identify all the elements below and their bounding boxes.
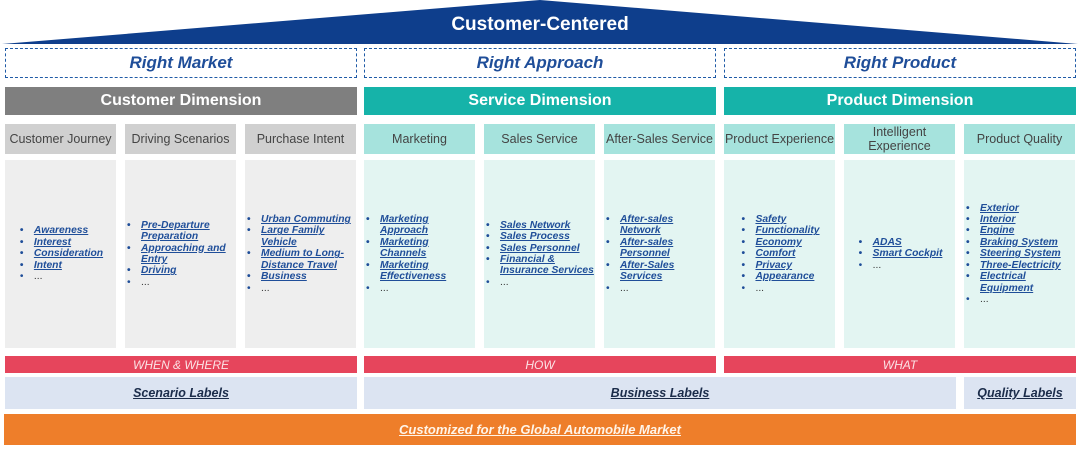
list-item: Engine (964, 225, 1075, 237)
service-dimension-bar: Service Dimension (364, 87, 716, 115)
list-item: Smart Cockpit (857, 248, 943, 260)
subheader-product-quality: Product Quality (964, 124, 1075, 154)
subheader-after-sales-service: After-Sales Service (604, 124, 715, 154)
list-item: Medium to Long-Distance Travel (245, 248, 356, 271)
list-item: Urban Commuting (245, 214, 356, 226)
list-item: Privacy (739, 260, 819, 272)
list-item-more: ... (18, 271, 103, 283)
right-approach-box: Right Approach (364, 48, 716, 78)
list-item: Financial & Insurance Services (484, 254, 595, 277)
panel-product-quality: Exterior Interior Engine Braking System … (964, 160, 1075, 348)
list-item: Business (245, 271, 356, 283)
list-item-more: ... (604, 283, 715, 295)
list-item-more: ... (964, 294, 1075, 306)
list-item: Comfort (739, 248, 819, 260)
subheader-marketing: Marketing (364, 124, 475, 154)
list-item: Marketing Channels (364, 237, 475, 260)
product-dimension-bar: Product Dimension (724, 87, 1076, 115)
list-item: Electrical Equipment (964, 271, 1075, 294)
business-labels-bar: Business Labels (364, 377, 956, 409)
list-item: Exterior (964, 203, 1075, 215)
subheader-customer-journey: Customer Journey (5, 124, 116, 154)
list-item: ADAS (857, 237, 943, 249)
item-list: Urban Commuting Large Family Vehicle Med… (245, 214, 356, 294)
list-item: Large Family Vehicle (245, 225, 356, 248)
item-list: Sales Network Sales Process Sales Person… (484, 220, 595, 289)
list-item: Consideration (18, 248, 103, 260)
list-item: Driving (125, 265, 236, 277)
list-item: Sales Personnel (484, 243, 595, 255)
list-item: Interest (18, 237, 103, 249)
list-item: Marketing Approach (364, 214, 475, 237)
panel-marketing: Marketing Approach Marketing Channels Ma… (364, 160, 475, 348)
list-item: Pre-Departure Preparation (125, 220, 236, 243)
list-item: Appearance (739, 271, 819, 283)
subheader-purchase-intent: Purchase Intent (245, 124, 356, 154)
panel-intelligent-experience: ADAS Smart Cockpit ... (844, 160, 955, 348)
list-item: After-sales Network (604, 214, 715, 237)
panel-after-sales-service: After-sales Network After-sales Personne… (604, 160, 715, 348)
list-item: Steering System (964, 248, 1075, 260)
list-item: Interior (964, 214, 1075, 226)
list-item-more: ... (245, 283, 356, 295)
scenario-labels-bar: Scenario Labels (5, 377, 357, 409)
what-bar: WHAT (724, 356, 1076, 373)
panel-driving-scenarios: Pre-Departure Preparation Approaching an… (125, 160, 236, 348)
subheader-intelligent-experience: Intelligent Experience (844, 124, 955, 154)
panel-sales-service: Sales Network Sales Process Sales Person… (484, 160, 595, 348)
list-item: After-sales Personnel (604, 237, 715, 260)
list-item: Marketing Effectiveness (364, 260, 475, 283)
item-list: After-sales Network After-sales Personne… (604, 214, 715, 294)
panel-customer-journey: Awareness Interest Consideration Intent … (5, 160, 116, 348)
list-item: Approaching and Entry (125, 243, 236, 266)
list-item-more: ... (125, 277, 236, 289)
list-item-more: ... (857, 260, 943, 272)
when-where-bar: WHEN & WHERE (5, 356, 357, 373)
roof-banner (2, 0, 1078, 44)
list-item: Sales Process (484, 231, 595, 243)
list-item: Sales Network (484, 220, 595, 232)
subheader-driving-scenarios: Driving Scenarios (125, 124, 236, 154)
list-item-more: ... (364, 283, 475, 295)
item-list: Marketing Approach Marketing Channels Ma… (364, 214, 475, 294)
right-product-box: Right Product (724, 48, 1076, 78)
quality-labels-bar: Quality Labels (964, 377, 1076, 409)
list-item-more: ... (484, 277, 595, 289)
how-bar: HOW (364, 356, 716, 373)
customer-dimension-bar: Customer Dimension (5, 87, 357, 115)
item-list: Pre-Departure Preparation Approaching an… (125, 220, 236, 289)
list-item: Intent (18, 260, 103, 272)
panel-product-experience: Safety Functionality Economy Comfort Pri… (724, 160, 835, 348)
list-item: Braking System (964, 237, 1075, 249)
item-list: Safety Functionality Economy Comfort Pri… (739, 214, 819, 294)
item-list: ADAS Smart Cockpit ... (857, 237, 943, 272)
panel-purchase-intent: Urban Commuting Large Family Vehicle Med… (245, 160, 356, 348)
list-item-more: ... (739, 283, 819, 295)
list-item: Awareness (18, 225, 103, 237)
item-list: Awareness Interest Consideration Intent … (18, 225, 103, 282)
footer-banner: Customized for the Global Automobile Mar… (4, 414, 1076, 445)
subheader-sales-service: Sales Service (484, 124, 595, 154)
list-item: Three-Electricity (964, 260, 1075, 272)
item-list: Exterior Interior Engine Braking System … (964, 203, 1075, 306)
page-title: Customer-Centered (451, 14, 629, 35)
list-item: Safety (739, 214, 819, 226)
list-item: Functionality (739, 225, 819, 237)
right-market-box: Right Market (5, 48, 357, 78)
subheader-product-experience: Product Experience (724, 124, 835, 154)
list-item: Economy (739, 237, 819, 249)
list-item: After-Sales Services (604, 260, 715, 283)
